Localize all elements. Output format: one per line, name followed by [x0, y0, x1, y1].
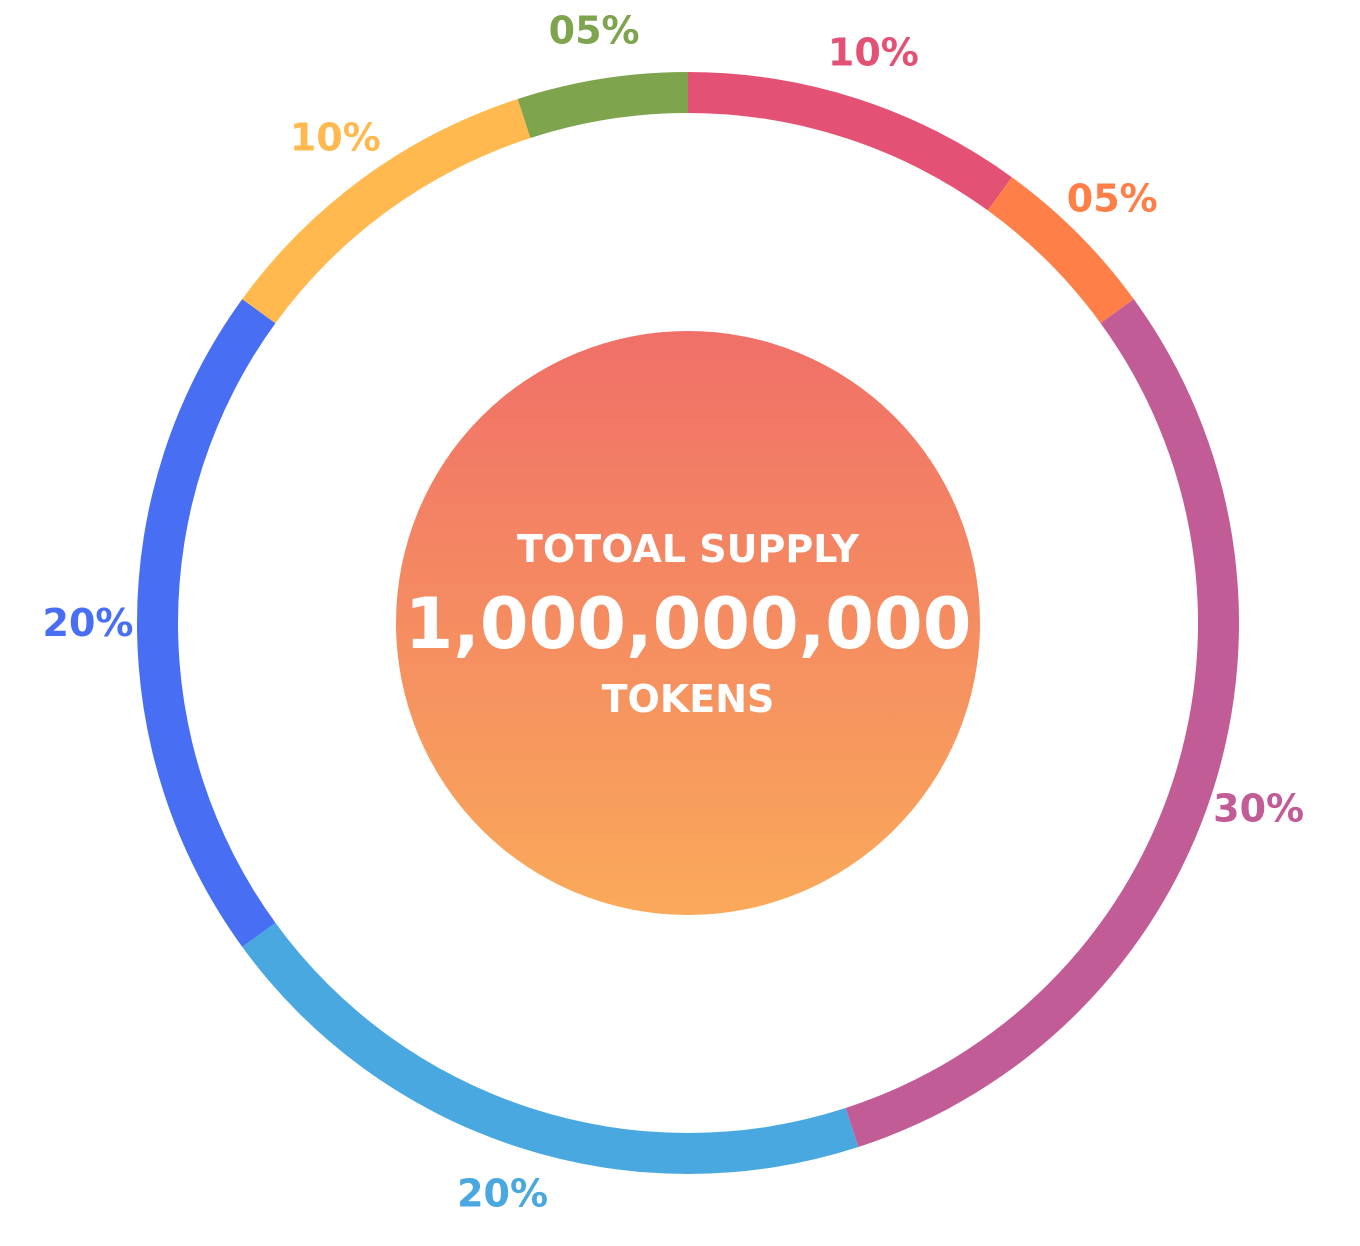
donut-segment-7	[517, 72, 688, 138]
donut-segment-6	[242, 98, 531, 324]
segment-label-1: 10%	[828, 30, 919, 74]
donut-segment-2	[987, 177, 1134, 324]
segment-label-7: 05%	[549, 8, 640, 52]
center-unit: TOKENS	[602, 677, 775, 721]
segment-label-6: 10%	[290, 116, 381, 160]
center-circle	[396, 331, 980, 915]
donut-ring	[137, 72, 1239, 1174]
donut-segment-3	[845, 299, 1239, 1148]
segment-label-3: 30%	[1213, 786, 1304, 830]
center-amount: 1,000,000,000	[405, 583, 972, 665]
segment-labels: 10% 05% 30% 20% 20% 10% 05%	[43, 8, 1305, 1215]
donut-segment-1	[688, 72, 1012, 211]
donut-segment-5	[137, 299, 276, 947]
donut-segment-4	[242, 922, 859, 1174]
segment-label-4: 20%	[457, 1172, 548, 1216]
segment-label-5: 20%	[43, 601, 134, 645]
center-title: TOTOAL SUPPLY	[517, 527, 860, 571]
segment-label-2: 05%	[1067, 177, 1158, 221]
